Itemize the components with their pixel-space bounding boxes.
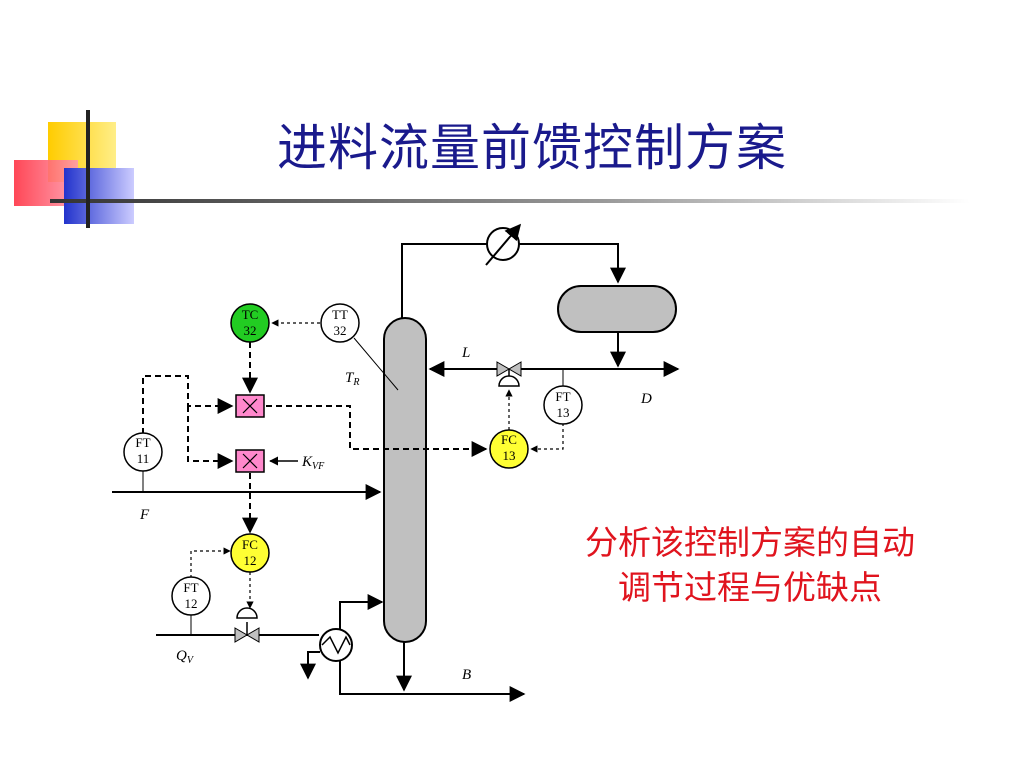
slide-title: 进料流量前馈控制方案 xyxy=(277,119,787,177)
question-text: 分析该控制方案的自动 调节过程与优缺点 xyxy=(540,520,960,610)
reboiler-icon xyxy=(319,628,353,662)
svg-text:TT: TT xyxy=(332,307,348,322)
svg-text:32: 32 xyxy=(244,323,257,338)
svg-text:FC: FC xyxy=(501,432,517,447)
svg-text:13: 13 xyxy=(557,405,570,420)
svg-text:11: 11 xyxy=(137,451,150,466)
reboiler-return-line xyxy=(339,594,384,629)
bottoms-line xyxy=(339,650,526,702)
instrument-fc12: FC 12 xyxy=(230,533,270,573)
svg-text:FT: FT xyxy=(555,389,570,404)
svg-text:12: 12 xyxy=(185,596,198,611)
distillation-column xyxy=(383,317,427,643)
label-distillate: D xyxy=(640,391,652,407)
signal-ft11-mult1 xyxy=(142,375,234,434)
signal-ft11-mult2 xyxy=(187,406,234,469)
deco-horizontal-line xyxy=(50,199,970,203)
tt32-tap xyxy=(353,337,399,391)
signal-mult1-fc13 xyxy=(266,405,488,457)
deco-vertical-line xyxy=(86,110,90,228)
instrument-tt32: TT 32 xyxy=(320,303,360,343)
signal-ft12-fc12 xyxy=(190,547,231,578)
instrument-tc32: TC 32 xyxy=(230,303,270,343)
reflux-drum xyxy=(557,285,677,333)
signal-ft13-fc13 xyxy=(530,423,564,453)
svg-text:FC: FC xyxy=(242,537,258,552)
steam-control-valve xyxy=(234,607,260,643)
instrument-ft11: FT 11 xyxy=(123,432,163,472)
multiplier-2 xyxy=(235,449,265,473)
question-line-1: 分析该控制方案的自动 xyxy=(585,523,915,562)
instrument-fc13: FC 13 xyxy=(489,429,529,469)
instrument-ft12: FT 12 xyxy=(171,576,211,616)
deco-blue-square xyxy=(64,168,134,224)
condensate-line xyxy=(300,651,320,680)
svg-text:13: 13 xyxy=(503,448,516,463)
label-temperature: TR xyxy=(345,370,359,388)
svg-text:12: 12 xyxy=(244,553,257,568)
label-feed: F xyxy=(139,507,150,523)
instrument-ft13: FT 13 xyxy=(543,385,583,425)
svg-text:FT: FT xyxy=(135,435,150,450)
svg-text:TC: TC xyxy=(242,307,259,322)
label-steam: QV xyxy=(176,648,195,666)
condenser-arrow xyxy=(485,223,522,266)
question-line-2: 调节过程与优缺点 xyxy=(618,568,882,607)
label-bottoms: B xyxy=(462,667,471,683)
svg-text:FT: FT xyxy=(183,580,198,595)
label-gain: KVF xyxy=(301,454,325,472)
reflux-control-valve xyxy=(496,361,522,387)
multiplier-1 xyxy=(235,394,265,418)
svg-text:32: 32 xyxy=(334,323,347,338)
label-reflux: L xyxy=(461,345,470,361)
